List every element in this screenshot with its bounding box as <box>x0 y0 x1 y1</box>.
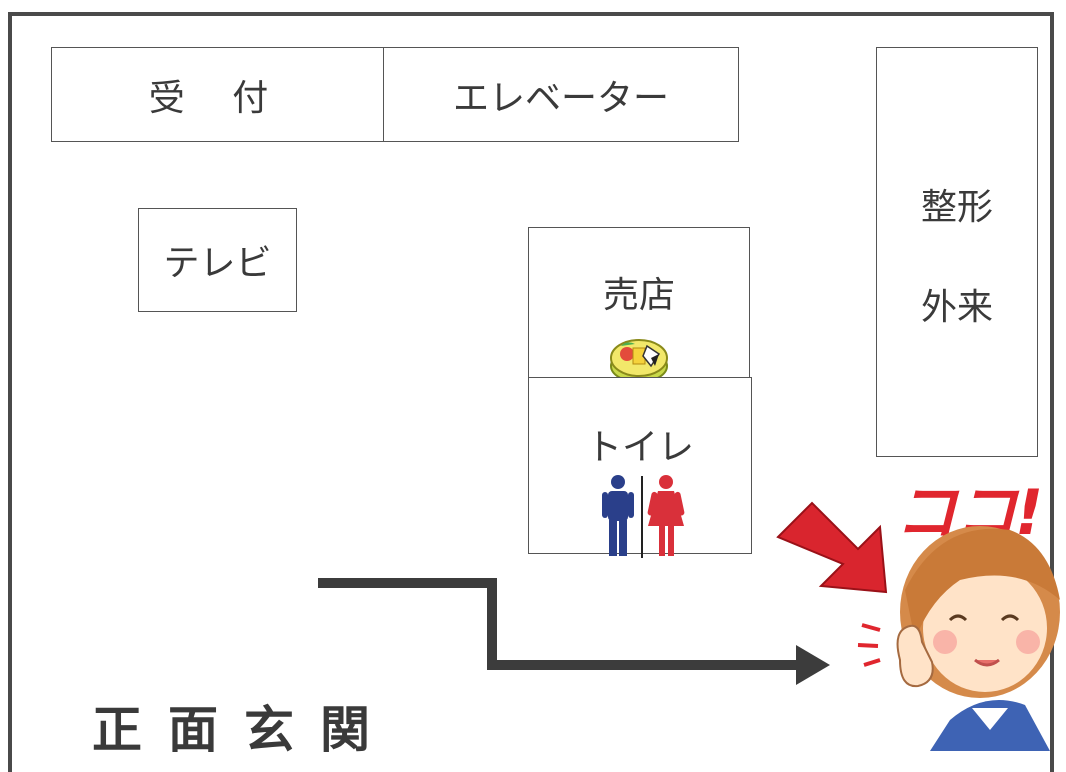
man-icon <box>602 475 634 556</box>
floor-map-frame <box>8 12 1054 772</box>
toilet-label: トイレ <box>585 427 694 468</box>
toilet-area: トイレ <box>528 377 752 558</box>
red-arrow-icon <box>776 501 888 594</box>
orthopedics-label-2: 外来 <box>920 287 993 328</box>
woman-icon <box>647 475 685 556</box>
reception-area: 受 付 <box>51 47 384 142</box>
restroom-icons <box>602 475 685 558</box>
elevator-label: エレベーター <box>452 77 669 119</box>
orthopedics-area: 整形 外来 <box>876 47 1038 457</box>
reception-label: 受 付 <box>148 77 287 119</box>
front-entrance-label: 正面玄関 <box>92 701 396 759</box>
tv-area: テレビ <box>138 208 297 312</box>
orthopedics-label-1: 整形 <box>920 187 993 228</box>
route-arrow-icon <box>318 578 830 685</box>
shop-label: 売店 <box>602 275 675 316</box>
tv-label: テレビ <box>163 243 272 284</box>
elevator-area: エレベーター <box>383 47 739 142</box>
shop-area: 売店 <box>528 227 750 383</box>
pointing-woman-illustration <box>857 526 1060 751</box>
bento-box-icon <box>610 339 668 383</box>
